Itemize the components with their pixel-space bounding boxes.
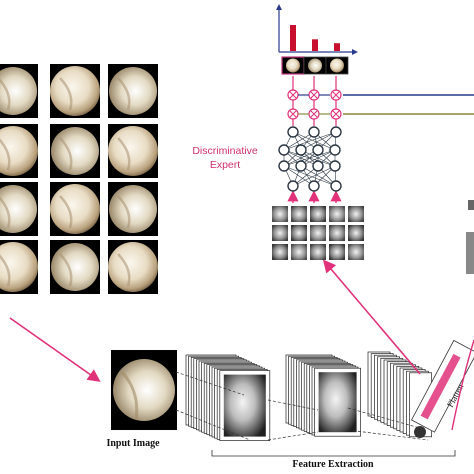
network-node (309, 127, 319, 137)
grid-thumbnail (108, 64, 158, 118)
grid-thumbnail (50, 124, 100, 178)
learned-patch (348, 225, 364, 241)
learned-patch (272, 206, 288, 222)
network-node (330, 145, 340, 155)
edge-fragment (466, 232, 474, 274)
mini-bar (312, 39, 318, 51)
network-node (279, 145, 289, 155)
network-node (296, 145, 306, 155)
discriminative-label-line2: Expert (210, 159, 240, 171)
grid-thumbnail (108, 124, 158, 178)
arrow-icon (293, 193, 336, 203)
network-node (288, 181, 298, 191)
learned-patch (291, 225, 307, 241)
input-image-label: Input Image (106, 438, 160, 449)
mini-bar (290, 25, 296, 51)
learned-patch (272, 225, 288, 241)
discriminative-label-line1: Discriminative (192, 145, 258, 157)
learned-patch (272, 244, 288, 260)
feature-extraction-label: Feature Extraction (292, 459, 374, 470)
feature-map-stack-1 (186, 355, 270, 441)
network-node (296, 161, 306, 171)
learned-patch-grid (272, 206, 364, 260)
network-node (279, 161, 289, 171)
network-node (309, 181, 319, 191)
learned-patch (291, 206, 307, 222)
feature-map-image (224, 375, 266, 437)
grid-thumbnail (108, 182, 158, 236)
multiply-node-icon (288, 76, 341, 126)
edge-fragment (468, 200, 474, 210)
learned-patch (291, 244, 307, 260)
image-grid (0, 64, 158, 294)
network-node (331, 127, 341, 137)
learned-patch (329, 225, 345, 241)
learned-patch (310, 244, 326, 260)
network-node (288, 127, 298, 137)
input-image (111, 350, 177, 430)
grid-thumbnail (50, 64, 100, 118)
grid-thumbnail (0, 182, 38, 236)
grid-thumbnail (0, 64, 38, 118)
learned-patch (348, 244, 364, 260)
weighted-thumbnails (282, 57, 348, 74)
arrow-icon (10, 318, 98, 380)
mini-bar (334, 43, 340, 51)
feature-extraction-bracket (212, 450, 455, 456)
feature-map-stack-2 (286, 355, 361, 436)
learned-patch (329, 244, 345, 260)
feature-map-image (319, 372, 357, 432)
network-node (331, 181, 341, 191)
learned-patch (348, 206, 364, 222)
network-node (330, 161, 340, 171)
grid-thumbnail (0, 240, 38, 294)
network-node (313, 161, 323, 171)
feature-map-image (414, 426, 426, 438)
neural-network-icon (279, 127, 341, 191)
learned-patch (310, 206, 326, 222)
network-node (313, 145, 323, 155)
learned-patch (329, 206, 345, 222)
grid-thumbnail (50, 182, 100, 236)
learned-patch (310, 225, 326, 241)
grid-thumbnail (50, 240, 100, 294)
mini-bar-chart (276, 4, 358, 55)
grid-thumbnail (0, 124, 38, 178)
grid-thumbnail (108, 240, 158, 294)
